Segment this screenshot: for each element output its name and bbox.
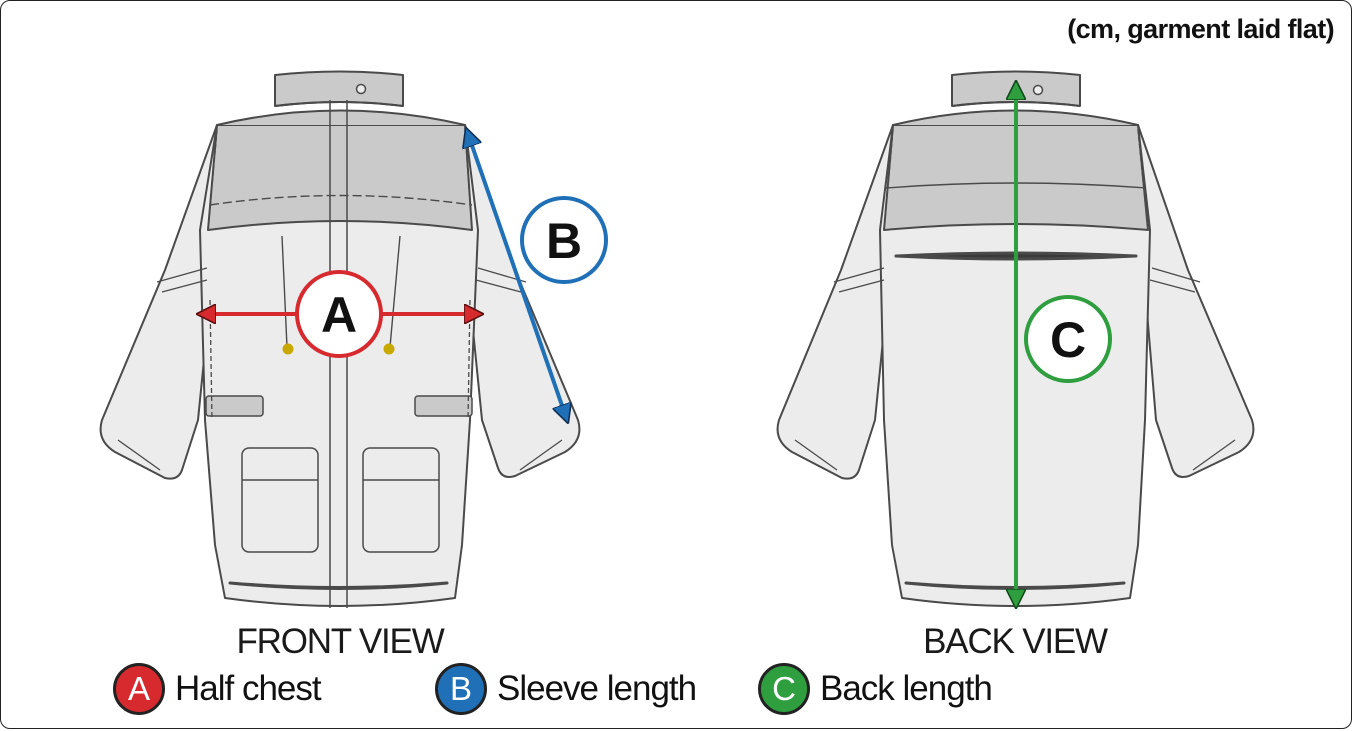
legend-item-a: A Half chest xyxy=(113,662,322,716)
measure-c-badge xyxy=(1024,295,1112,383)
back-right-sleeve xyxy=(1137,124,1255,478)
front-collar-snap xyxy=(355,83,367,95)
legend-label-c: Back length xyxy=(820,669,993,708)
front-cargo-pocket-right xyxy=(362,447,440,553)
measure-b-badge xyxy=(520,196,608,284)
front-hand-pocket-left xyxy=(205,395,264,417)
front-cargo-pocket-left xyxy=(241,447,319,553)
legend-item-c: C Back length xyxy=(758,662,993,716)
measure-a-badge-letter: A xyxy=(321,287,357,343)
measure-b-arrow xyxy=(467,131,567,420)
legend-badge-a: A xyxy=(113,663,165,715)
front-cord-toggle-left xyxy=(282,343,294,355)
front-view-label: FRONT VIEW xyxy=(236,622,444,661)
legend-label-a: Half chest xyxy=(175,669,322,708)
front-left-sleeve xyxy=(99,124,218,480)
measure-a-badge xyxy=(295,270,383,358)
front-cord-toggle-right xyxy=(383,343,395,355)
measure-b-badge-letter: B xyxy=(546,213,582,269)
measure-b: B xyxy=(467,131,608,420)
legend-badge-c: C xyxy=(758,663,810,715)
measure-c: C xyxy=(1016,84,1112,605)
back-left-sleeve xyxy=(776,124,894,480)
measure-c-badge-letter: C xyxy=(1050,312,1086,368)
back-collar-snap xyxy=(1032,84,1044,96)
back-view-label: BACK VIEW xyxy=(923,622,1108,661)
legend-label-b: Sleeve length xyxy=(497,669,697,708)
front-hand-pocket-right xyxy=(414,395,473,417)
units-note: (cm, garment laid flat) xyxy=(1067,14,1334,44)
front-yoke xyxy=(207,124,473,231)
legend-item-b: B Sleeve length xyxy=(435,662,697,716)
legend-badge-b: B xyxy=(435,663,487,715)
measure-a: A xyxy=(200,270,480,358)
front-collar xyxy=(274,70,404,107)
